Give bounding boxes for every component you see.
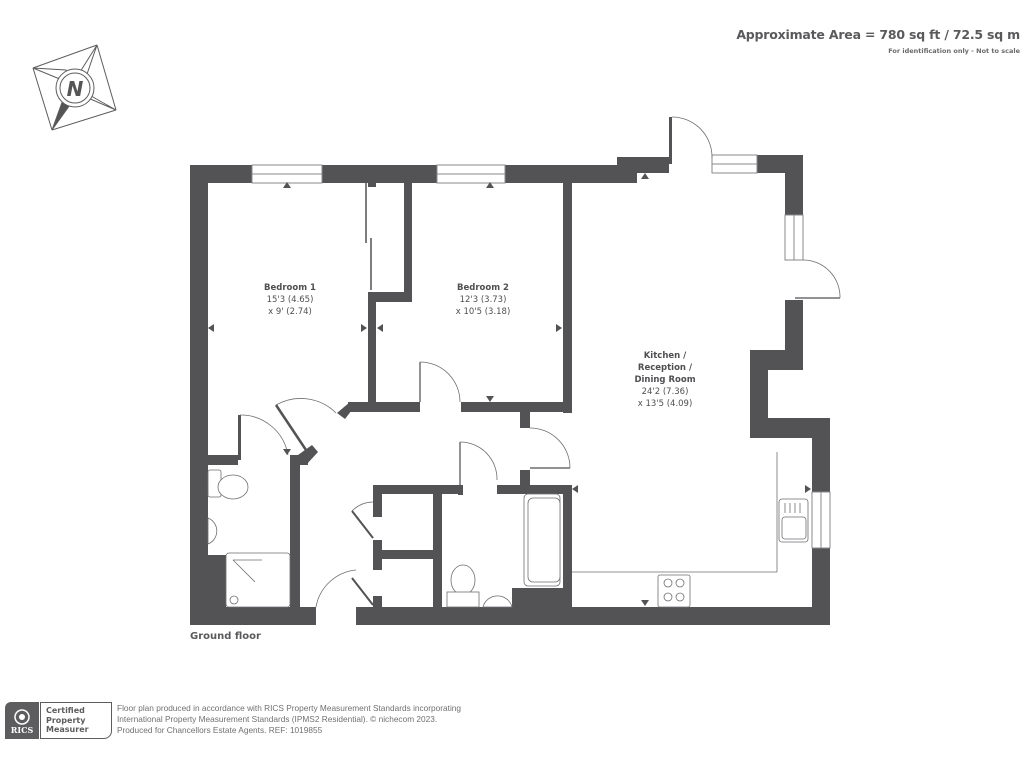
svg-text:N: N — [67, 77, 84, 101]
not-to-scale-note: For identification only - Not to scale — [888, 47, 1020, 55]
footer-line-3: Produced for Chancellors Estate Agents. … — [117, 724, 323, 735]
footer-line-2: International Property Measurement Stand… — [117, 713, 438, 724]
approximate-area-title: Approximate Area = 780 sq ft / 72.5 sq m — [736, 27, 1020, 42]
north-compass-icon: N — [32, 44, 117, 131]
door-swings — [239, 116, 841, 608]
room-label-kitchen-reception-dining: Kitchen / Reception / Dining Room 24'2 (… — [634, 351, 696, 409]
rics-certified-badge: RICS Certified Property Measurer — [5, 702, 112, 739]
room-label-bedroom-2: Bedroom 2 12'3 (3.73) x 10'5 (3.18) — [455, 283, 511, 317]
fixtures — [207, 469, 809, 608]
floor-label: Ground floor — [190, 631, 261, 642]
floor-plan — [190, 116, 841, 625]
windows — [251, 154, 831, 549]
rics-lion-icon — [14, 709, 30, 725]
footer-disclaimer: Floor plan produced in accordance with R… — [117, 703, 461, 735]
rics-logo: RICS — [5, 702, 39, 739]
dimension-markers — [208, 173, 811, 606]
room-label-bedroom-1: Bedroom 1 15'3 (4.65) x 9' (2.74) — [264, 283, 316, 317]
footer-line-1: Floor plan produced in accordance with R… — [117, 703, 462, 713]
certified-property-measurer-box: Certified Property Measurer — [40, 702, 112, 739]
walls — [190, 117, 830, 625]
